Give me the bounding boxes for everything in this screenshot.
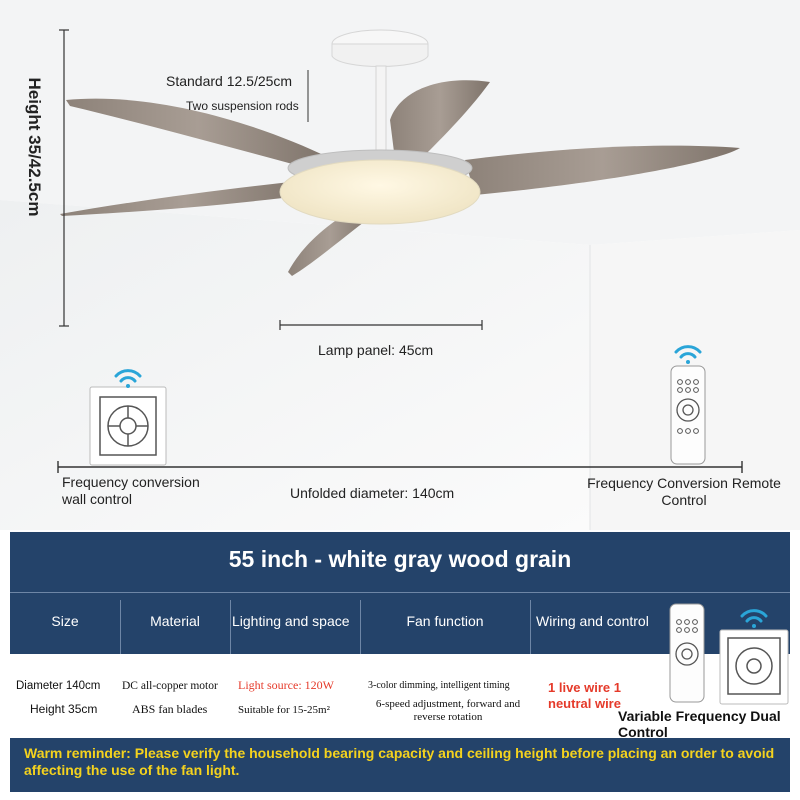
remote-control-device bbox=[670, 365, 706, 465]
spec-values-row: Diameter 140cm Height 35cm DC all-copper… bbox=[10, 654, 790, 740]
control-devices-image bbox=[669, 603, 789, 705]
height-dimension-label: Height 35/42.5cm bbox=[25, 77, 44, 217]
lamp-panel bbox=[279, 159, 481, 225]
fan-blade bbox=[66, 98, 330, 172]
fan-blade bbox=[465, 145, 740, 195]
wiring-value: 1 live wire 1 neutral wire bbox=[548, 680, 621, 711]
ceiling-fan-illustration bbox=[0, 0, 800, 530]
rod-note-label: Two suspension rods bbox=[186, 99, 299, 113]
product-scene: Height 35/42.5cm Standard 12.5/25cm Two … bbox=[0, 0, 800, 530]
remote-control-device bbox=[669, 603, 705, 703]
fan-blade bbox=[60, 180, 310, 216]
size-height: Height 35cm bbox=[30, 702, 98, 716]
header-material: Material bbox=[150, 613, 200, 629]
header-fan-function: Fan function bbox=[406, 613, 484, 629]
remote-control-label: Frequency Conversion Remote Control bbox=[587, 475, 781, 508]
material-motor: DC all-copper motor bbox=[122, 680, 218, 692]
header-size: Size bbox=[51, 613, 79, 629]
fan-blade bbox=[390, 80, 490, 160]
size-diameter: Diameter 140cm bbox=[16, 680, 101, 692]
wall-control-label: Frequency conversion wall control bbox=[62, 474, 200, 507]
wifi-icon bbox=[740, 609, 768, 628]
wifi-icon bbox=[114, 369, 142, 388]
material-blades: ABS fan blades bbox=[132, 702, 208, 716]
wall-control-device bbox=[89, 386, 167, 466]
fan-dimming: 3-color dimming, intelligent timing bbox=[368, 680, 510, 691]
wifi-icon bbox=[674, 345, 702, 364]
lamp-panel-label: Lamp panel: 45cm bbox=[318, 342, 434, 358]
header-wiring: Wiring and control bbox=[536, 613, 649, 629]
warm-reminder: Warm reminder: Please verify the househo… bbox=[24, 745, 775, 778]
fan-speed: 6-speed adjustment, forward and reverse … bbox=[375, 698, 521, 723]
lighting-source: Light source: 120W bbox=[238, 678, 334, 692]
control-value: Variable Frequency Dual Control bbox=[618, 708, 781, 740]
unfolded-diameter-label: Unfolded diameter: 140cm bbox=[290, 485, 455, 501]
header-lighting: Lighting and space bbox=[232, 612, 350, 629]
product-title: 55 inch - white gray wood grain bbox=[228, 546, 572, 572]
lighting-space: Suitable for 15-25m² bbox=[238, 704, 330, 716]
rod-standard-label: Standard 12.5/25cm bbox=[166, 73, 293, 89]
spec-panel: 55 inch - white gray wood grain Size Mat… bbox=[10, 532, 790, 792]
